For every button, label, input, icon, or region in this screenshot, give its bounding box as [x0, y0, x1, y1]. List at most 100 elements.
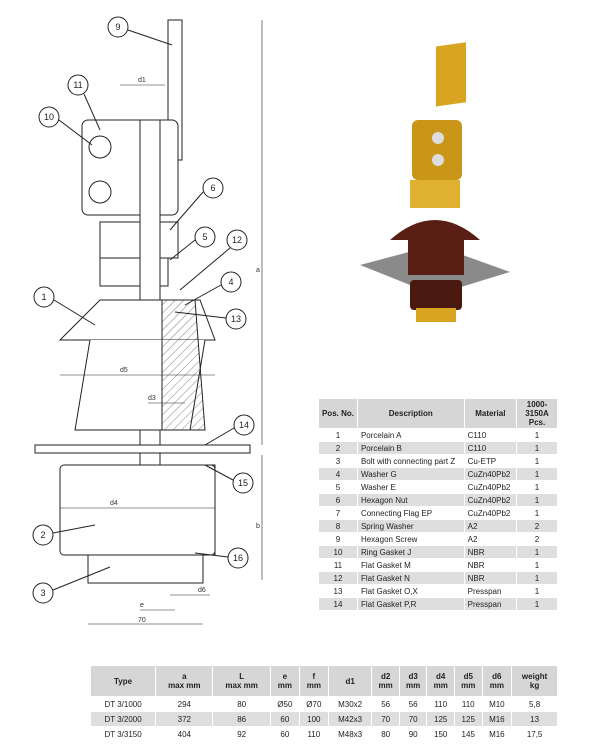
cell-desc: Flat Gasket O,X: [357, 585, 464, 597]
callout-1: 1: [33, 286, 96, 326]
header-label: f: [312, 672, 316, 681]
table-cell: 92: [213, 727, 270, 741]
table-cell: 145: [454, 727, 482, 741]
product-render: [360, 42, 510, 322]
callout-16: 16: [194, 547, 249, 569]
cell-pcs: 1: [517, 455, 557, 467]
cell-desc: Bolt with connecting part Z: [357, 455, 464, 467]
header-unit: mm: [461, 681, 476, 690]
header-label: e: [282, 672, 288, 681]
cell-pcs: 1: [517, 494, 557, 506]
header-pos: Pos. No.: [319, 399, 357, 428]
connecting-part: [87, 554, 204, 584]
callout-11: 11: [67, 74, 101, 131]
svg-text:2: 2: [40, 530, 45, 540]
table-cell: 60: [270, 712, 299, 726]
header-unit: mm: [378, 681, 393, 690]
table-cell: 110: [427, 697, 454, 711]
header-material: Material: [464, 399, 516, 428]
cell-material: CuZn40Pb2: [464, 494, 516, 506]
cell-material: A2: [464, 520, 516, 532]
callout-6: 6: [169, 177, 224, 231]
hexagon-nut: [99, 221, 179, 259]
cell-pos: 1: [319, 429, 357, 441]
header-pcs: 1000-3150A Pcs.: [517, 399, 557, 428]
cell-pcs: 2: [517, 520, 557, 532]
table-cell: 90: [399, 727, 427, 741]
header-unit: mm: [306, 681, 321, 690]
cell-desc: Hexagon Nut: [357, 494, 464, 506]
dim-70: 70: [138, 617, 146, 624]
dim-d3: d3: [148, 395, 156, 402]
table-cell: 110: [454, 697, 482, 711]
svg-text:9: 9: [115, 22, 120, 32]
cell-material: C110: [464, 429, 516, 441]
cell-pos: 8: [319, 520, 357, 532]
cell-pos: 5: [319, 481, 357, 493]
cell-pos: 3: [319, 455, 357, 467]
cell-pos: 11: [319, 559, 357, 571]
header-unit: mm: [277, 681, 292, 690]
table-cell: 70: [372, 712, 399, 726]
header-label: Type: [114, 676, 133, 686]
svg-text:6: 6: [210, 183, 215, 193]
cell-material: Presspan: [464, 598, 516, 610]
cell-pos: 6: [319, 494, 357, 506]
dim-d4: d4: [110, 500, 118, 507]
cell-pos: 10: [319, 546, 357, 558]
header-label: d3: [408, 672, 418, 681]
table-cell: 80: [213, 697, 270, 711]
callout-12: 12: [179, 229, 248, 291]
dim-e: e: [140, 602, 144, 609]
cell-material: Cu-ETP: [464, 455, 516, 467]
screw-head: [88, 180, 112, 204]
cell-desc: Hexagon Screw: [357, 533, 464, 545]
svg-text:14: 14: [239, 420, 249, 430]
table-cell: Ø70: [299, 697, 328, 711]
table-cell: 13: [512, 712, 557, 726]
table-cell: DT 3/3150: [91, 727, 156, 741]
cell-desc: Ring Gasket J: [357, 546, 464, 558]
svg-text:12: 12: [232, 235, 242, 245]
table-cell: 17,5: [512, 727, 557, 741]
cell-desc: Washer E: [357, 481, 464, 493]
cell-pcs: 1: [517, 481, 557, 493]
cell-desc: Porcelain A: [357, 429, 464, 441]
header-label: d6: [492, 672, 502, 681]
table-cell: 5,8: [512, 697, 557, 711]
table-cell: 110: [299, 727, 328, 741]
table-cell: Ø50: [270, 697, 299, 711]
cell-material: C110: [464, 442, 516, 454]
callout-15: 15: [204, 464, 254, 494]
table-cell: M16: [482, 727, 512, 741]
cell-pos: 14: [319, 598, 357, 610]
cell-pos: 7: [319, 507, 357, 519]
dim-b: b: [256, 523, 260, 530]
callout-2: 2: [32, 524, 96, 546]
table-cell: M16: [482, 712, 512, 726]
cell-pcs: 1: [517, 442, 557, 454]
table-cell: 100: [299, 712, 328, 726]
cell-material: NBR: [464, 559, 516, 571]
table-cell: M48x3: [328, 727, 372, 741]
table-cell: M42x3: [328, 712, 372, 726]
clamp-block: [81, 119, 179, 216]
header-label: d4: [436, 672, 446, 681]
callout-13: 13: [174, 308, 247, 330]
header-unit: max mm: [168, 681, 201, 690]
